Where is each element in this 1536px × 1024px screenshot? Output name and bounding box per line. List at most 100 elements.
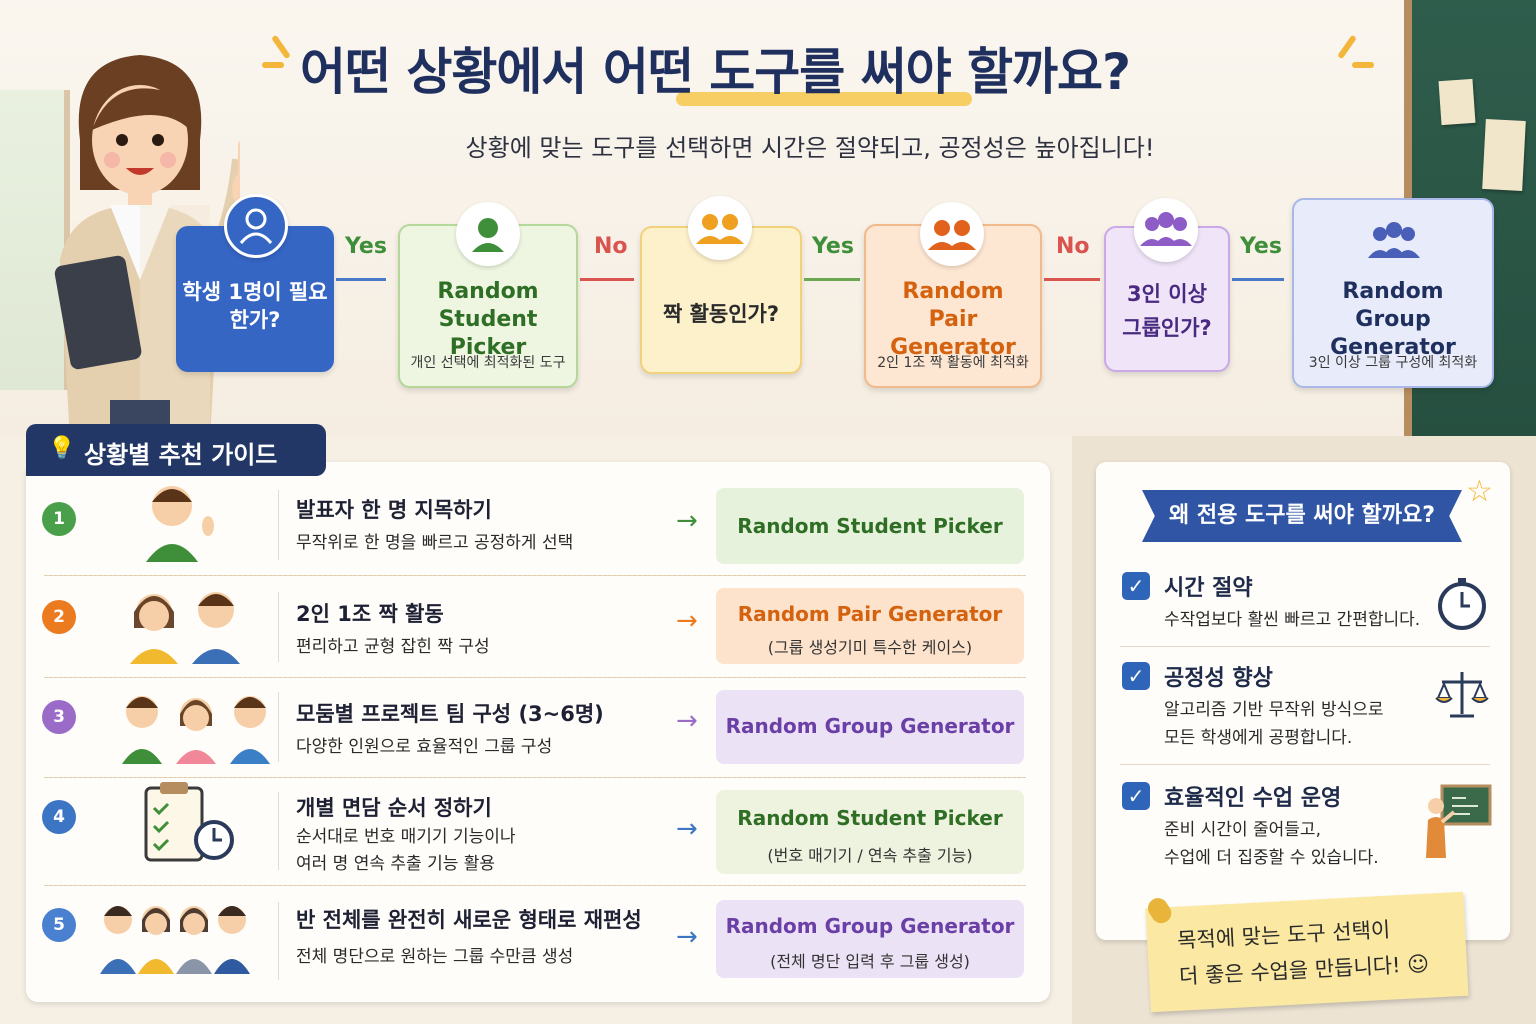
row-separator [44,575,1026,576]
guide-row: 2 2인 1조 짝 활동 편리하고 균형 잡힌 짝 구성 → Random Pa… [26,578,1050,678]
guide-row: 1 발표자 한 명 지목하기 무작위로 한 명을 빠르고 공정하게 선택 → R… [26,476,1050,576]
row-number: 4 [42,800,76,834]
row-title: 발표자 한 명 지목하기 [296,498,492,522]
tool-name: Random Student Picker [737,514,1003,538]
row-desc-line2: 여러 명 연속 추출 기능 활용 [296,854,496,874]
page-subtitle: 상황에 맞는 도구를 선택하면 시간은 절약되고, 공정성은 높아집니다! [465,134,1155,162]
pair-icon [688,196,752,260]
guide-row: 5 반 전체를 완전히 새로운 형태로 재편성 전체 명단으로 원하는 그룹 수… [26,888,1050,996]
flow-question-2-label: 짝 활동인가? [662,302,780,326]
tool-name: Random Pair Generator [737,602,1003,626]
row-divider [278,692,279,762]
checkbox-icon: ✓ [1122,572,1150,600]
row-divider [278,592,279,662]
group-purple-icon [1134,198,1198,262]
pair-orange-icon [920,202,984,266]
tool3-title-line1: Random [1342,279,1444,304]
row-separator [44,677,1026,678]
tool-sub: (번호 매기기 / 연속 추출 기능) [767,846,973,865]
row-desc: 다양한 인원으로 효율적인 그룹 구성 [296,737,553,757]
why-item-desc-line2: 수업에 더 집중할 수 있습니다. [1164,848,1379,868]
flow-arrow [1232,278,1284,281]
lightbulb-icon: 💡 [48,436,76,461]
guide-tab-label: 상황별 추천 가이드 [84,441,278,469]
row-title: 반 전체를 완전히 새로운 형태로 재편성 [296,908,642,932]
checkbox-icon: ✓ [1122,662,1150,690]
flow-question-3-line2: 그룹인가? [1122,316,1212,340]
tool2-title-line2: Pair Generator [890,307,1016,360]
row-desc: 전체 명단으로 원하는 그룹 수만큼 생성 [296,947,574,967]
tool1-title-line1: Random [437,279,539,304]
row-number: 5 [42,908,76,942]
why-item-title: 효율적인 수업 운영 [1164,786,1342,811]
row-divider [278,792,279,870]
why-item-desc-line2: 모든 학생에게 공평합니다. [1164,728,1353,748]
flow-question-1-label: 학생 1명이 필요한가? [182,280,328,332]
student-illustration [146,486,214,562]
flow-question-3-line1: 3인 이상 [1127,282,1207,306]
row-desc: 편리하고 균형 잡힌 짝 구성 [296,637,490,657]
flow-arrow [804,278,860,281]
star-icon: ☆ [1466,474,1493,509]
why-item-title: 공정성 향상 [1164,666,1273,691]
arrow-right-icon: → [676,706,698,736]
recommendation-guide: 1 발표자 한 명 지목하기 무작위로 한 명을 빠르고 공정하게 선택 → R… [26,462,1050,1002]
row-divider [278,902,279,980]
tool1-desc: 개인 선택에 최적화된 도구 [410,355,566,371]
row-title: 개별 면담 순서 정하기 [296,796,492,820]
flow-arrow [580,278,634,281]
row-number: 3 [42,700,76,734]
flow-yes-label-2: Yes [812,234,854,259]
flow-question-1: 학생 1명이 필요한가? [176,226,334,372]
row-title: 모둠별 프로젝트 팀 구성 (3~6명) [296,702,604,726]
group-students-illustration [122,696,270,764]
guide-tab: 💡 상황별 추천 가이드 [26,424,326,476]
arrow-right-icon: → [676,506,698,536]
teacher-board-icon [1426,784,1492,858]
clock-icon [1438,578,1486,630]
arrow-right-icon: → [676,606,698,636]
why-item-desc: 알고리즘 기반 무작위 방식으로 [1164,700,1384,720]
clipboard-clock-icon [144,782,234,862]
sticky-note: 목적에 맞는 도구 선택이 더 좋은 수업을 만듭니다! ☺ [1144,891,1469,1013]
flow-no-label-2: No [1056,234,1090,259]
guide-row: 4 개별 면담 순서 정하기 순서대로 번호 매기기 기능이나 여러 명 연속 … [26,778,1050,886]
tool-recommendation: Random Group Generator [716,690,1024,764]
flow-arrow [1044,278,1100,281]
teacher-illustration [54,55,240,440]
tool1-title-line2: Student Picker [438,307,538,360]
user-icon [224,194,288,258]
tool-sub: (그룹 생성기미 특수한 케이스) [767,638,973,657]
tool-sub: (전체 명단 입력 후 그룹 생성) [770,952,970,971]
row-desc: 순서대로 번호 매기기 기능이나 [296,827,516,847]
arrow-right-icon: → [676,922,698,952]
pair-students-illustration [130,592,240,664]
why-item-title: 시간 절약 [1164,576,1253,601]
why-item-desc: 준비 시간이 줄어들고, [1164,820,1321,840]
flow-question-3: 3인 이상 그룹인가? [1104,226,1230,372]
why-banner: 왜 전용 도구를 써야 할까요? [1142,490,1462,542]
tool2-desc: 2인 1조 짝 활동에 최적화 [877,355,1029,371]
title-spark [1352,62,1374,68]
class-students-illustration [100,906,250,974]
flow-arrow [336,278,386,281]
tool3-desc: 3인 이상 그룹 구성에 최적화 [1308,355,1478,371]
scale-icon [1435,672,1489,718]
arrow-right-icon: → [676,814,698,844]
tool2-title-line1: Random [902,279,1004,304]
board-note [1438,78,1476,126]
row-number: 1 [42,502,76,536]
tool3-title-line2: Group Generator [1330,307,1456,360]
tool-recommendation: Random Student Picker (번호 매기기 / 연속 추출 기능… [716,790,1024,874]
why-separator [1120,646,1490,647]
row-divider [278,490,279,560]
tool-recommendation: Random Pair Generator (그룹 생성기미 특수한 케이스) [716,588,1024,664]
tool-name: Random Student Picker [737,806,1003,830]
why-separator [1120,764,1490,765]
checkbox-icon: ✓ [1122,782,1150,810]
title-highlight [676,92,972,106]
tool-name: Random Group Generator [725,914,1015,938]
sticky-note-text: 목적에 맞는 도구 선택이 더 좋은 수업을 만듭니다! ☺ [1176,909,1449,995]
tool-name: Random Group Generator [725,714,1015,738]
tool-recommendation: Random Student Picker [716,488,1024,564]
